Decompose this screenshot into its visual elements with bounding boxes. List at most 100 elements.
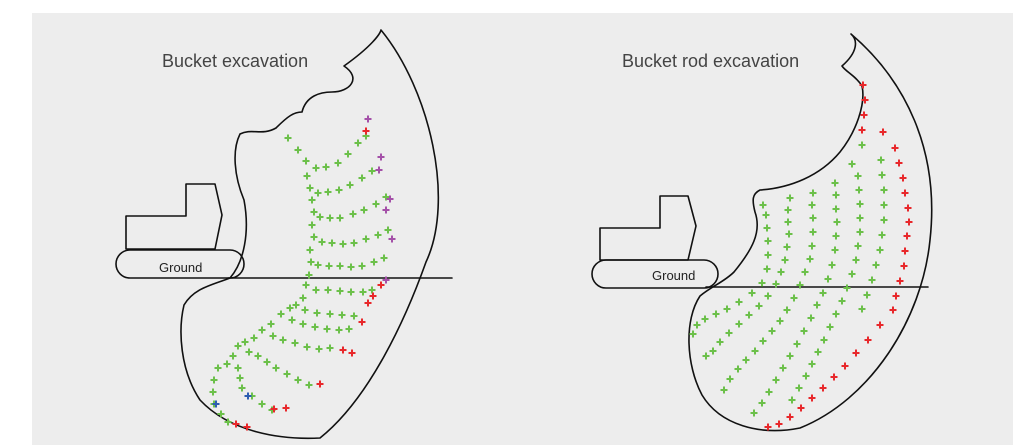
right-green-plus-marker — [765, 388, 773, 396]
left-green-plus-marker — [346, 181, 354, 189]
figure-panel — [32, 13, 1013, 445]
right-green-plus-marker — [701, 315, 709, 323]
right-green-plus-marker — [809, 189, 817, 197]
left-red-plus-marker — [362, 127, 370, 135]
left-green-plus-marker — [294, 146, 302, 154]
right-green-plus-marker — [880, 186, 888, 194]
left-green-plus-marker — [382, 193, 390, 201]
left-green-plus-marker — [350, 312, 358, 320]
right-green-plus-marker — [720, 386, 728, 394]
right-green-plus-marker — [863, 291, 871, 299]
left-green-plus-marker — [312, 286, 320, 294]
left-green-plus-marker — [254, 352, 262, 360]
right-green-plus-marker — [820, 336, 828, 344]
right-green-plus-marker — [808, 201, 816, 209]
left-green-plus-marker — [277, 310, 285, 318]
right-green-plus-marker — [785, 230, 793, 238]
left-green-plus-marker — [314, 261, 322, 269]
left-red-plus-marker — [377, 281, 385, 289]
right-green-plus-marker — [709, 347, 717, 355]
left-green-plus-marker — [370, 258, 378, 266]
right-red-plus-marker — [889, 306, 897, 314]
left-green-plus-marker — [368, 167, 376, 175]
left-purple-plus-marker — [364, 115, 372, 123]
right-red-plus-marker — [879, 128, 887, 136]
right-green-plus-marker — [784, 218, 792, 226]
right-red-plus-marker — [841, 362, 849, 370]
right-red-plus-marker — [899, 174, 907, 182]
left-green-plus-marker — [326, 344, 334, 352]
left-green-plus-marker — [229, 352, 237, 360]
left-green-plus-marker — [217, 410, 225, 418]
right-green-plus-marker — [734, 365, 742, 373]
left-green-plus-marker — [234, 342, 242, 350]
right-green-plus-marker — [772, 376, 780, 384]
right-red-plus-marker — [876, 321, 884, 329]
right-red-plus-marker — [892, 292, 900, 300]
right-green-plus-marker — [723, 305, 731, 313]
right-green-plus-marker — [716, 338, 724, 346]
right-red-plus-marker — [860, 111, 868, 119]
right-red-plus-marker — [830, 373, 838, 381]
right-green-plus-marker — [824, 275, 832, 283]
left-red-plus-marker — [358, 318, 366, 326]
right-red-plus-marker — [864, 336, 872, 344]
right-red-plus-marker — [775, 420, 783, 428]
right-green-plus-marker — [764, 292, 772, 300]
left-green-plus-marker — [380, 254, 388, 262]
right-green-plus-marker — [808, 242, 816, 250]
left-green-plus-marker — [345, 325, 353, 333]
right-green-plus-marker — [758, 279, 766, 287]
left-green-plus-marker — [334, 159, 342, 167]
left-green-plus-marker — [291, 339, 299, 347]
left-green-plus-marker — [328, 239, 336, 247]
right-markers — [689, 81, 913, 431]
left-excavation-outline — [180, 29, 440, 440]
right-red-plus-marker — [858, 126, 866, 134]
right-green-plus-marker — [793, 340, 801, 348]
right-green-plus-marker — [856, 214, 864, 222]
right-red-plus-marker — [900, 262, 908, 270]
left-red-plus-marker — [364, 299, 372, 307]
right-green-plus-marker — [768, 327, 776, 335]
left-green-plus-marker — [322, 163, 330, 171]
right-red-plus-marker — [786, 413, 794, 421]
right-green-plus-marker — [759, 337, 767, 345]
right-green-plus-marker — [808, 360, 816, 368]
right-red-plus-marker — [861, 96, 869, 104]
left-green-plus-marker — [318, 238, 326, 246]
left-green-plus-marker — [336, 287, 344, 295]
left-green-plus-marker — [224, 418, 232, 426]
right-green-plus-marker — [838, 297, 846, 305]
left-green-plus-marker — [258, 326, 266, 334]
right-green-plus-marker — [755, 302, 763, 310]
left-green-plus-marker — [316, 213, 324, 221]
left-excavator-cab — [125, 183, 223, 250]
left-blue-plus-marker — [244, 392, 252, 400]
right-green-plus-marker — [831, 246, 839, 254]
right-green-plus-marker — [764, 251, 772, 259]
left-green-plus-marker — [347, 263, 355, 271]
right-red-plus-marker — [903, 232, 911, 240]
right-diagram: Bucket rod excavation Ground — [591, 33, 933, 432]
right-green-plus-marker — [693, 321, 701, 329]
right-green-plus-marker — [832, 191, 840, 199]
left-green-plus-marker — [358, 174, 366, 182]
left-diagram: Bucket excavation Ground — [115, 29, 453, 440]
right-green-plus-marker — [806, 255, 814, 263]
right-green-plus-marker — [777, 268, 785, 276]
left-markers — [209, 115, 396, 431]
right-green-plus-marker — [814, 348, 822, 356]
left-green-plus-marker — [326, 214, 334, 222]
right-green-plus-marker — [802, 372, 810, 380]
right-green-plus-marker — [689, 330, 697, 338]
left-red-plus-marker — [282, 404, 290, 412]
right-green-plus-marker — [809, 214, 817, 222]
left-green-plus-marker — [238, 384, 246, 392]
left-green-plus-marker — [301, 306, 309, 314]
left-green-plus-marker — [303, 172, 311, 180]
right-green-plus-marker — [880, 201, 888, 209]
right-green-plus-marker — [858, 141, 866, 149]
right-green-plus-marker — [848, 270, 856, 278]
